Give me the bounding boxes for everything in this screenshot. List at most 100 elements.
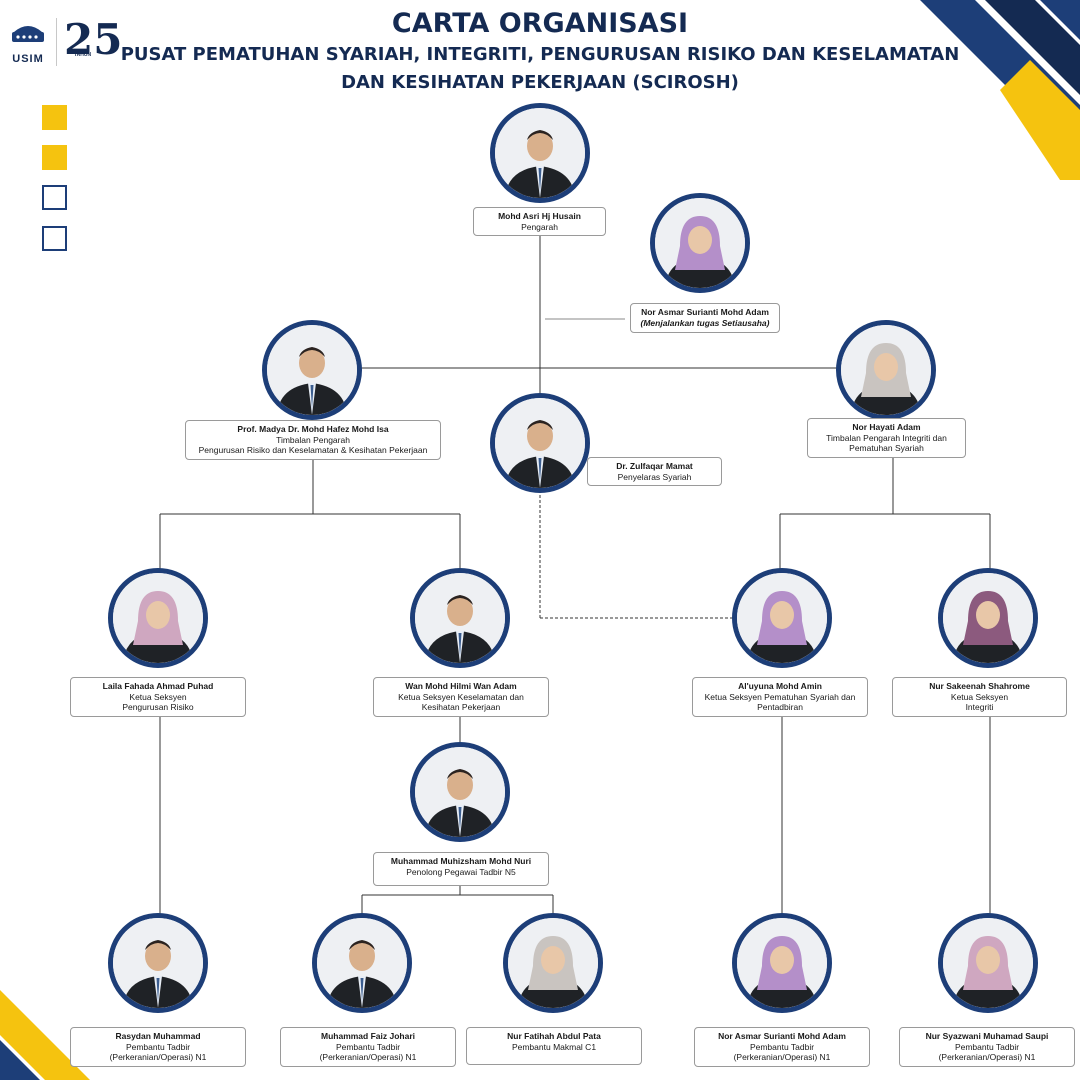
deputy-risk-photo bbox=[262, 320, 362, 420]
usim-logo: USIM bbox=[6, 18, 50, 65]
page-title: CARTA ORGANISASI bbox=[391, 8, 689, 39]
page-subtitle-line1: PUSAT PEMATUHAN SYARIAH, INTEGRITI, PENG… bbox=[120, 44, 960, 65]
staff-role: Timbalan Pengarah Integriti dan bbox=[826, 432, 947, 443]
staff-name: Nur Fatihah Abdul Pata bbox=[507, 1031, 601, 1041]
staff-name: Al'uyuna Mohd Amin bbox=[738, 681, 822, 691]
staff-name: Dr. Zulfaqar Mamat bbox=[616, 461, 693, 471]
deputy-integrity-photo bbox=[836, 320, 936, 420]
staff-name: Laila Fahada Ahmad Puhad bbox=[102, 681, 214, 691]
head-safety-photo bbox=[410, 568, 510, 668]
staff-name: Wan Mohd Hilmi Wan Adam bbox=[405, 681, 517, 691]
staff-role: Ketua Seksyen Pematuhan Syariah dan bbox=[704, 691, 856, 702]
staff-name: Nor Hayati Adam bbox=[852, 422, 921, 432]
usim-emblem-icon bbox=[12, 26, 44, 42]
staff-role: Pentadbiran bbox=[757, 702, 803, 712]
person-silhouette-icon bbox=[113, 573, 203, 663]
legend-square-outline bbox=[42, 185, 67, 210]
staff-role: Pengurusan Risiko dan Keselamatan & Kesi… bbox=[198, 445, 428, 455]
staff-role: Timbalan Pengarah bbox=[276, 434, 350, 445]
staff-role: (Perkeranian/Operasi) N1 bbox=[733, 1052, 831, 1062]
staff-role: Pembantu Tadbir bbox=[749, 1041, 815, 1052]
head-syariah-photo bbox=[732, 568, 832, 668]
person-silhouette-icon bbox=[943, 918, 1033, 1008]
person-silhouette-icon bbox=[415, 573, 505, 663]
person-silhouette-icon bbox=[495, 108, 585, 198]
staff-role: Penyelaras Syariah bbox=[617, 471, 692, 482]
person-silhouette-icon bbox=[113, 918, 203, 1008]
asst-officer-photo bbox=[410, 742, 510, 842]
staff-role: (Perkeranian/Operasi) N1 bbox=[938, 1052, 1036, 1062]
staff-name: Nur Syazwani Muhamad Saupi bbox=[925, 1031, 1049, 1041]
person-silhouette-icon bbox=[495, 398, 585, 488]
staff-fatihah-photo bbox=[503, 913, 603, 1013]
director-photo bbox=[490, 103, 590, 203]
staff-note: (Menjalankan tugas Setiausaha) bbox=[640, 317, 770, 328]
staff-faiz-photo bbox=[312, 913, 412, 1013]
staff-name: Mohd Asri Hj Husain bbox=[498, 211, 581, 221]
staff-role: (Perkeranian/Operasi) N1 bbox=[319, 1052, 417, 1062]
staff-nor-asmar-photo bbox=[732, 913, 832, 1013]
staff-name: Muhammad Muhizsham Mohd Nuri bbox=[390, 856, 532, 866]
header-divider bbox=[56, 18, 57, 66]
staff-role: Pengurusan Risiko bbox=[122, 702, 194, 712]
staff-role: Pengarah bbox=[521, 221, 558, 232]
anniversary-tag: TAHUN bbox=[74, 52, 92, 58]
staff-role: Pembantu Makmal C1 bbox=[511, 1041, 597, 1052]
staff-role: Integriti bbox=[965, 702, 994, 712]
syariah-coordinator-photo bbox=[490, 393, 590, 493]
person-silhouette-icon bbox=[943, 573, 1033, 663]
head-integrity-photo bbox=[938, 568, 1038, 668]
staff-name: Muhammad Faiz Johari bbox=[321, 1031, 415, 1041]
legend-square-gold bbox=[42, 105, 67, 130]
anniversary-logo: 25 TAHUN bbox=[64, 14, 122, 70]
legend-square-gold bbox=[42, 145, 67, 170]
staff-role: (Perkeranian/Operasi) N1 bbox=[109, 1052, 207, 1062]
staff-role: Pembantu Tadbir bbox=[125, 1041, 191, 1052]
staff-syazwani-photo bbox=[938, 913, 1038, 1013]
staff-role: Pembantu Tadbir bbox=[335, 1041, 401, 1052]
anniversary-number: 25 bbox=[64, 15, 123, 64]
person-silhouette-icon bbox=[267, 325, 357, 415]
acting-secretary-card: Nor Asmar Surianti Mohd Adam(Menjalankan… bbox=[630, 303, 780, 333]
staff-name: Nor Asmar Surianti Mohd Adam bbox=[641, 307, 769, 317]
head-risk-photo bbox=[108, 568, 208, 668]
person-silhouette-icon bbox=[415, 747, 505, 837]
logo-text: USIM bbox=[12, 53, 44, 65]
staff-name: Prof. Madya Dr. Mohd Hafez Mohd Isa bbox=[237, 424, 389, 434]
acting-secretary-photo bbox=[650, 193, 750, 293]
person-silhouette-icon bbox=[508, 918, 598, 1008]
legend-square-outline bbox=[42, 226, 67, 251]
staff-role: Penolong Pegawai Tadbir N5 bbox=[406, 866, 516, 877]
person-silhouette-icon bbox=[841, 325, 931, 415]
staff-name: Nor Asmar Surianti Mohd Adam bbox=[718, 1031, 846, 1041]
person-silhouette-icon bbox=[737, 918, 827, 1008]
staff-role: Pembantu Tadbir bbox=[954, 1041, 1020, 1052]
person-silhouette-icon bbox=[655, 198, 745, 288]
staff-role: Pematuhan Syariah bbox=[849, 443, 924, 453]
staff-rasydan-photo bbox=[108, 913, 208, 1013]
person-silhouette-icon bbox=[737, 573, 827, 663]
page-subtitle-line2: DAN KESIHATAN PEKERJAAN (SCIROSH) bbox=[341, 72, 739, 93]
staff-role: Kesihatan Pekerjaan bbox=[421, 702, 501, 712]
person-silhouette-icon bbox=[317, 918, 407, 1008]
staff-name: Nur Sakeenah Shahrome bbox=[929, 681, 1030, 691]
staff-role: Ketua Seksyen bbox=[950, 691, 1009, 702]
staff-role: Ketua Seksyen Keselamatan dan bbox=[398, 691, 524, 702]
staff-name: Rasydan Muhammad bbox=[115, 1031, 201, 1041]
